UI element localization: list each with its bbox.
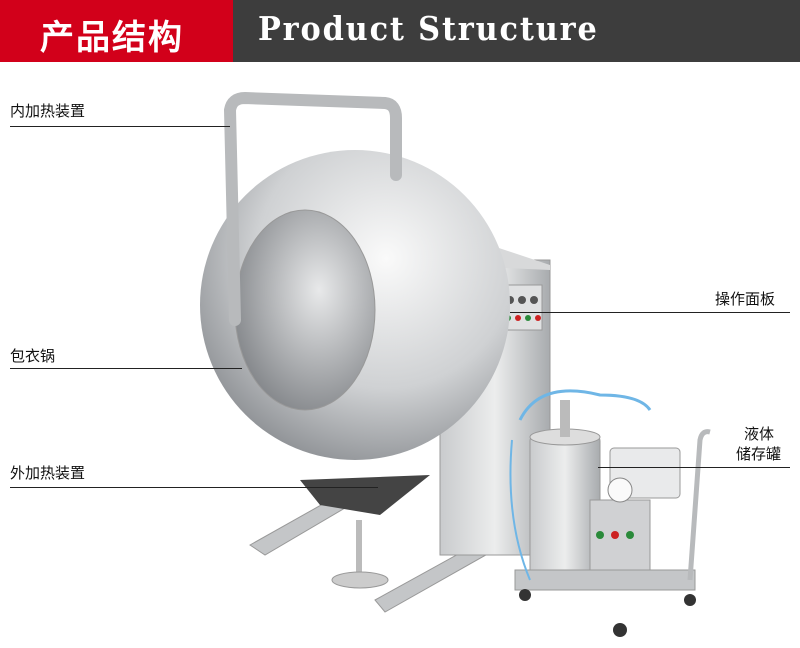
label-liquid-tank-line1: 液体 <box>744 425 775 443</box>
liquid-tank-cart <box>509 389 711 637</box>
header-red-block <box>0 0 233 62</box>
label-liquid-tank-line2: 储存罐 <box>736 445 782 463</box>
header-title-cn: 产品结构 <box>40 18 184 58</box>
label-coating-pan: 包衣锅 <box>10 347 56 365</box>
label-control-panel: 操作面板 <box>715 290 776 308</box>
label-inner-heater: 内加热装置 <box>10 102 86 120</box>
coating-pan-graphic <box>200 150 510 515</box>
leader-line-liquid-tank <box>598 467 790 468</box>
header-dark-block <box>233 0 800 62</box>
inner-heater-pipe <box>223 91 402 326</box>
label-outer-heater: 外加热装置 <box>10 464 86 482</box>
header-title-en: Product Structure <box>258 9 599 48</box>
leader-line-inner-heater <box>10 126 230 127</box>
leader-line-control-panel <box>510 312 790 313</box>
leader-line-coating-pan <box>10 368 242 369</box>
leader-line-outer-heater <box>10 487 378 488</box>
